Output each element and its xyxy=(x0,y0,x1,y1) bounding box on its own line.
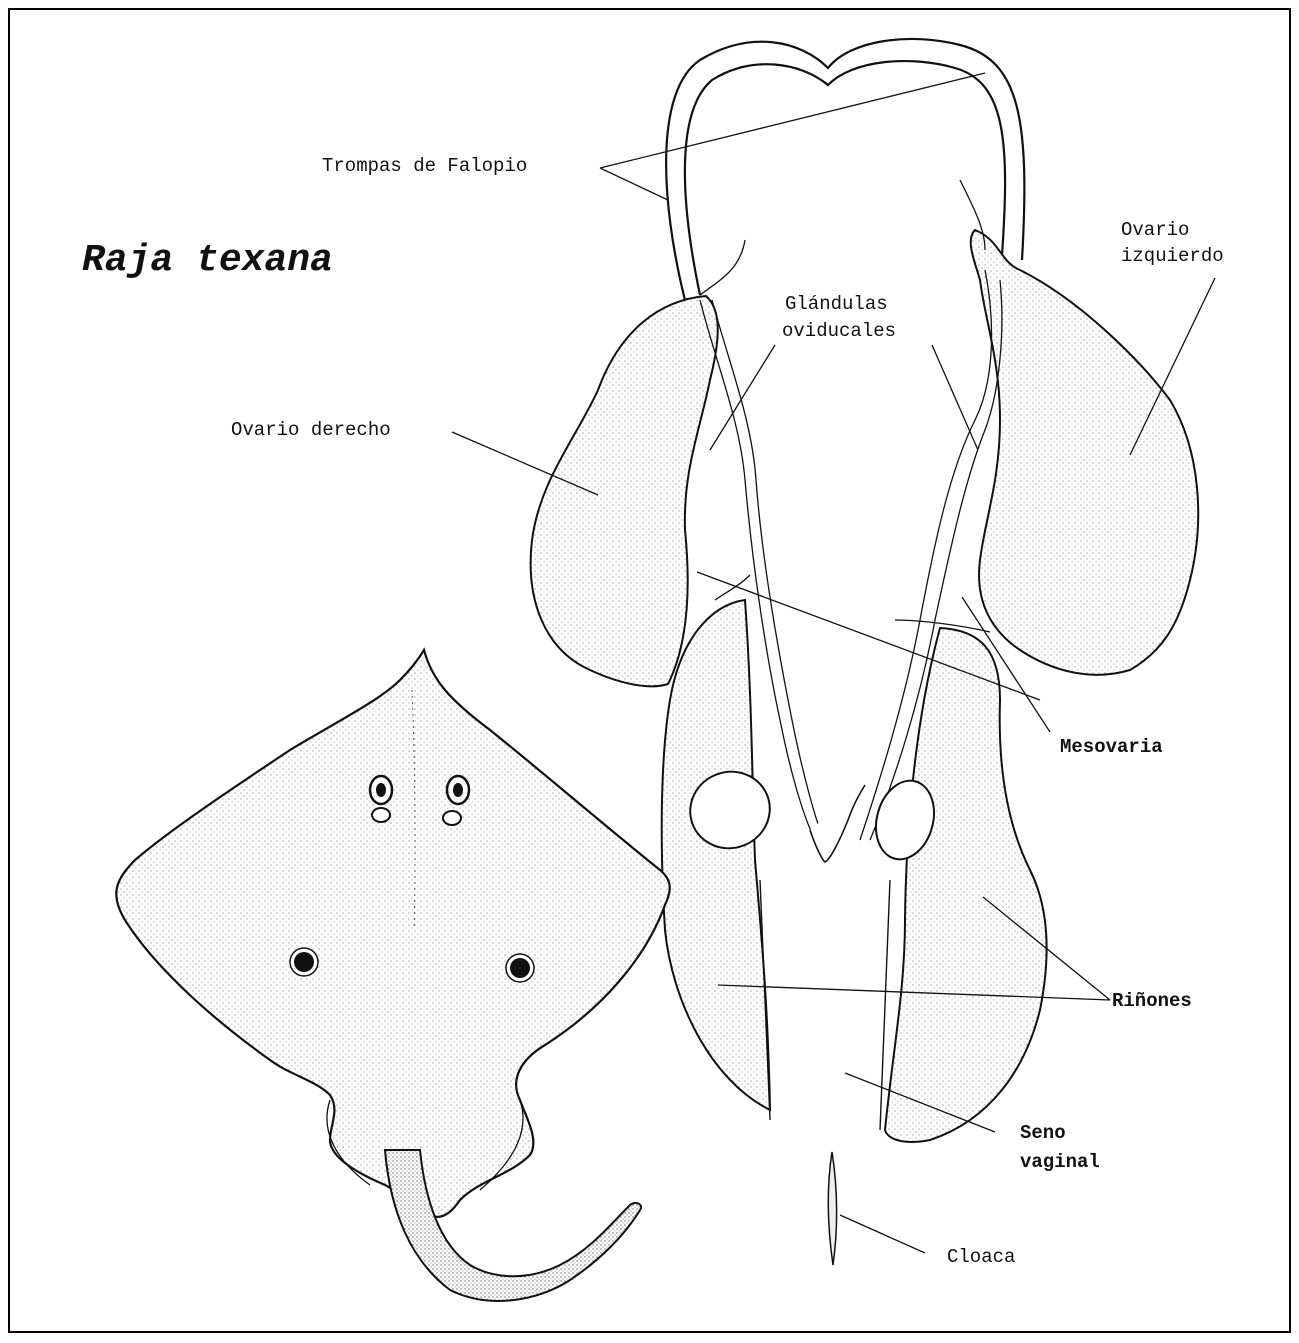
label-fallopian-tubes: Trompas de Falopio xyxy=(322,155,527,177)
left-kidney xyxy=(885,628,1047,1142)
right-kidney xyxy=(662,600,770,1110)
label-mesovaria: Mesovaria xyxy=(1060,736,1163,758)
label-kidneys: Riñones xyxy=(1112,990,1192,1012)
label-left-ovary-line1: Ovario xyxy=(1121,219,1189,241)
label-oviducal-glands-line1: Glándulas xyxy=(785,293,888,315)
diagram-title: Raja texana xyxy=(82,239,333,282)
uterus-fork xyxy=(810,785,865,862)
fallopian-tubes xyxy=(666,39,1024,300)
label-right-ovary: Ovario derecho xyxy=(231,419,391,441)
label-vaginal-sinus-line2: vaginal xyxy=(1020,1151,1100,1173)
label-oviducal-glands-line2: oviducales xyxy=(782,320,896,342)
right-ovary xyxy=(531,296,718,686)
vaginal-sinus xyxy=(760,880,890,1130)
cloaca-slit xyxy=(828,1152,836,1265)
label-left-ovary-line2: izquierdo xyxy=(1121,245,1224,267)
label-cloaca: Cloaca xyxy=(947,1246,1015,1268)
skate-illustration xyxy=(116,650,669,1301)
label-vaginal-sinus-line1: Seno xyxy=(1020,1122,1066,1144)
left-ovary xyxy=(971,230,1198,675)
